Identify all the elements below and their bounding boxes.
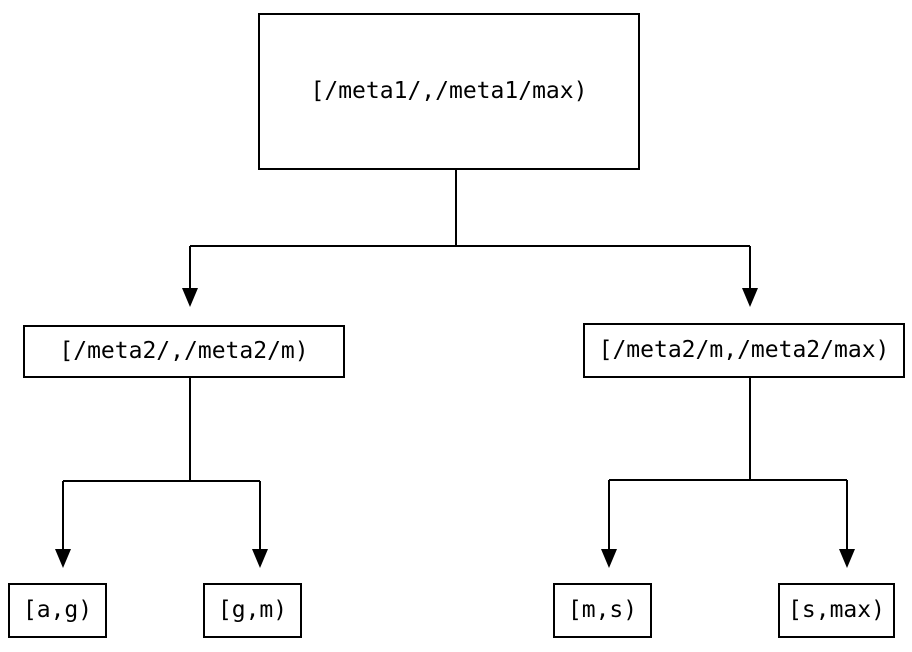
tree-node-root: [/meta1/,/meta1/max) — [258, 13, 640, 170]
tree-node-meta2-right: [/meta2/m,/meta2/max) — [583, 323, 905, 378]
arrowhead-icon — [839, 549, 855, 568]
tree-node-label: [/meta2/m,/meta2/max) — [598, 337, 890, 363]
tree-leaf-ag: [a,g) — [8, 583, 107, 638]
arrowhead-icon — [601, 549, 617, 568]
arrowhead-icon — [252, 549, 268, 568]
tree-node-label: [/meta1/,/meta1/max) — [310, 78, 588, 104]
arrowhead-icon — [55, 549, 71, 568]
tree-node-label: [g,m) — [217, 597, 288, 623]
tree-node-label: [m,s) — [567, 597, 638, 623]
tree-node-label: [/meta2/,/meta2/m) — [59, 338, 309, 364]
arrowhead-icon — [182, 288, 198, 307]
tree-node-label: [s,max) — [788, 597, 885, 623]
tree-node-label: [a,g) — [22, 597, 93, 623]
tree-leaf-gm: [g,m) — [203, 583, 302, 638]
tree-leaf-ms: [m,s) — [553, 583, 652, 638]
tree-leaf-smax: [s,max) — [778, 583, 895, 638]
branch-left-to-leaves — [62, 378, 261, 550]
branch-right-to-leaves — [608, 378, 848, 550]
tree-node-meta2-left: [/meta2/,/meta2/m) — [23, 325, 345, 378]
arrowhead-icon — [742, 288, 758, 307]
branch-root-to-level2 — [189, 170, 751, 289]
